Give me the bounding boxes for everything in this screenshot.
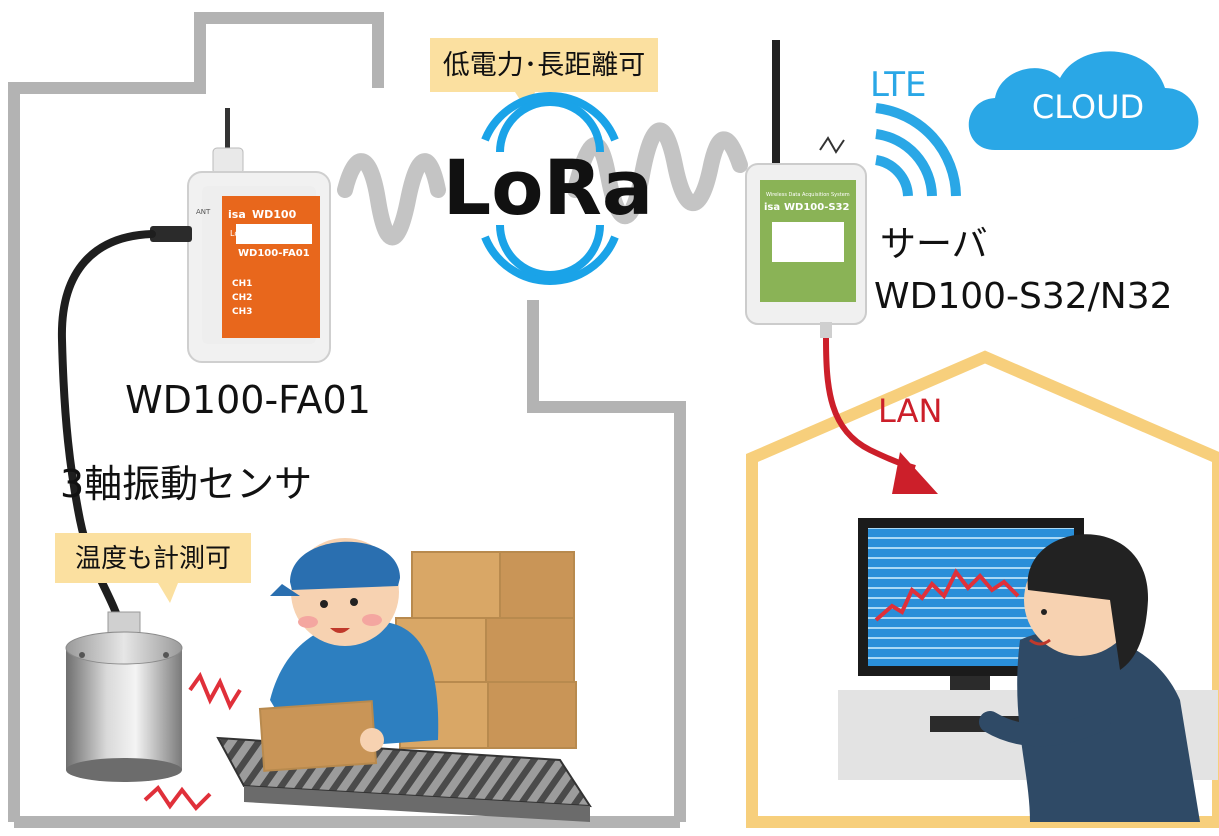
radio-wave-left <box>337 153 446 246</box>
transmitter-device: isa WD100 LoRa 振動解析装置 WD100-FA01 CH1 CH2… <box>150 108 331 363</box>
transmitter-ant-label: ANT <box>196 208 211 216</box>
server-device-subtitle: Wireless Data Acquisition System <box>766 192 850 198</box>
transmitter-connector <box>150 226 192 242</box>
factory-wall-inner <box>527 300 686 822</box>
vibration-mark-2 <box>143 784 212 812</box>
sensor-label: 3軸振動センサ <box>60 462 312 506</box>
lora-arc-bottom-1 <box>496 224 604 279</box>
monitor-chart-line <box>874 568 1020 622</box>
transmitter-brand: isa <box>228 208 246 221</box>
lora-arc-top-1 <box>481 91 619 142</box>
transmitter-ch1: CH1 <box>232 279 252 289</box>
lora-logo-text: LoRa <box>443 143 653 232</box>
lte-label: LTE <box>870 65 927 105</box>
server-device: isa WD100-S32 Wireless Data Acquisition … <box>745 40 867 338</box>
sensor-temperature-text: 温度も計測可 <box>75 544 231 574</box>
transmitter-ch2: CH2 <box>232 293 252 303</box>
cloud-label: CLOUD <box>1032 88 1144 126</box>
server-lan-port <box>820 322 832 338</box>
cloud-icon: CLOUD <box>968 51 1199 150</box>
transmitter-panel-model: WD100-FA01 <box>238 248 310 259</box>
lan-arrowhead <box>892 452 938 494</box>
transmitter-model-label: WD100-FA01 <box>125 378 371 422</box>
server-model-label: WD100-S32/N32 <box>874 276 1173 317</box>
carried-box <box>258 700 378 772</box>
office-worker <box>979 534 1200 822</box>
factory-wall <box>8 12 384 822</box>
transmitter-antenna <box>225 108 230 156</box>
cardboard-boxes <box>395 551 577 749</box>
vibration-sensor <box>65 611 183 782</box>
server-title: サーバ <box>880 224 988 265</box>
transmitter-device-label: WD100 <box>252 208 297 221</box>
transmitter-label-panel <box>222 196 320 338</box>
lora-logo: LoRa <box>443 91 653 286</box>
sensor-temperature-callout: 温度も計測可 <box>55 533 251 603</box>
lora-feature-text: 低電力･長距離可 <box>443 50 646 81</box>
transmitter-ch3: CH3 <box>232 307 252 317</box>
lora-arc-bottom-2 <box>481 235 619 286</box>
factory-worker <box>258 538 439 772</box>
transmitter-panel-title: LoRa 振動解析装置 <box>230 228 300 238</box>
transmitter-antenna-gland <box>212 147 244 175</box>
radio-wave-right <box>567 122 748 225</box>
lte-signal: LTE <box>870 65 961 197</box>
lan-label: LAN <box>878 392 942 430</box>
server-antenna <box>772 40 780 168</box>
vibration-mark-1 <box>188 671 242 711</box>
lora-feature-callout: 低電力･長距離可 <box>430 38 658 112</box>
lora-arc-top-2 <box>496 98 604 153</box>
server-brand: isa <box>764 202 780 213</box>
server-device-label: WD100-S32 <box>784 202 850 213</box>
